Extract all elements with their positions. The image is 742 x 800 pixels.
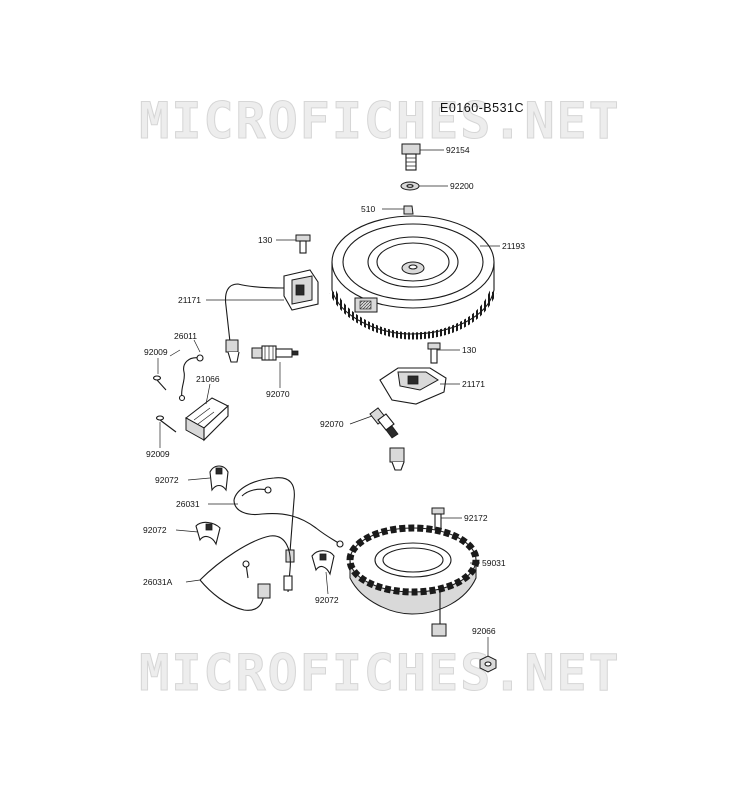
stator-59031 [346, 524, 480, 637]
nut-92066 [479, 655, 497, 673]
bolt-92154 [401, 143, 421, 171]
callout-26031: 26031 [176, 499, 200, 509]
callout-92009-bottom: 92009 [146, 449, 170, 459]
watermark-top: MICROFICHES.NET [139, 92, 621, 150]
callout-92070-right: 92070 [320, 419, 344, 429]
clamp-92072-bottom [311, 550, 335, 576]
ignition-coil-21171-right [379, 367, 447, 471]
ignition-coil-21171-left [224, 269, 319, 363]
callout-92009-top: 92009 [144, 347, 168, 357]
watermark-bottom: MICROFICHES.NET [139, 644, 621, 702]
flywheel-21193 [329, 215, 497, 340]
callout-26011: 26011 [174, 331, 197, 341]
clamp-92072-mid [195, 521, 221, 546]
callout-92072-top: 92072 [155, 475, 179, 485]
module-21066 [185, 397, 229, 442]
diagram-code: E0160-B531C [440, 101, 525, 115]
washer-92200 [400, 181, 420, 191]
clamp-92072-top [209, 465, 229, 492]
callout-92066: 92066 [472, 626, 496, 636]
key-510 [403, 205, 414, 215]
callout-21066: 21066 [196, 374, 220, 384]
callout-92072-mid: 92072 [143, 525, 167, 535]
spark-plug-92070-left [251, 345, 299, 361]
callout-92200: 92200 [450, 181, 474, 191]
callout-21193: 21193 [502, 241, 525, 251]
callout-510: 510 [361, 204, 375, 214]
screw-92009-top [152, 375, 167, 391]
callout-59031: 59031 [482, 558, 506, 568]
callout-26031A: 26031A [143, 577, 173, 587]
bolt-130-mid [427, 342, 441, 364]
leader-lines [157, 149, 500, 656]
lead-wire-26011 [178, 354, 204, 402]
bolt-92172 [431, 507, 445, 531]
callout-130-top: 130 [258, 235, 272, 245]
spark-plug-92070-right [369, 407, 399, 439]
callout-92070-left: 92070 [266, 389, 290, 399]
harness-26031A [199, 535, 293, 611]
screw-92009-bottom [155, 415, 177, 433]
callout-21171-left: 21171 [178, 295, 201, 305]
callout-92154: 92154 [446, 145, 470, 155]
bolt-130-top [295, 234, 311, 254]
callout-21171-right: 21171 [462, 379, 485, 389]
callout-92172: 92172 [464, 513, 488, 523]
callout-130-mid: 130 [462, 345, 476, 355]
callout-labels: 92154 92200 510 130 21193 21171 26011 92… [143, 145, 525, 636]
callout-92072-bottom: 92072 [315, 595, 339, 605]
